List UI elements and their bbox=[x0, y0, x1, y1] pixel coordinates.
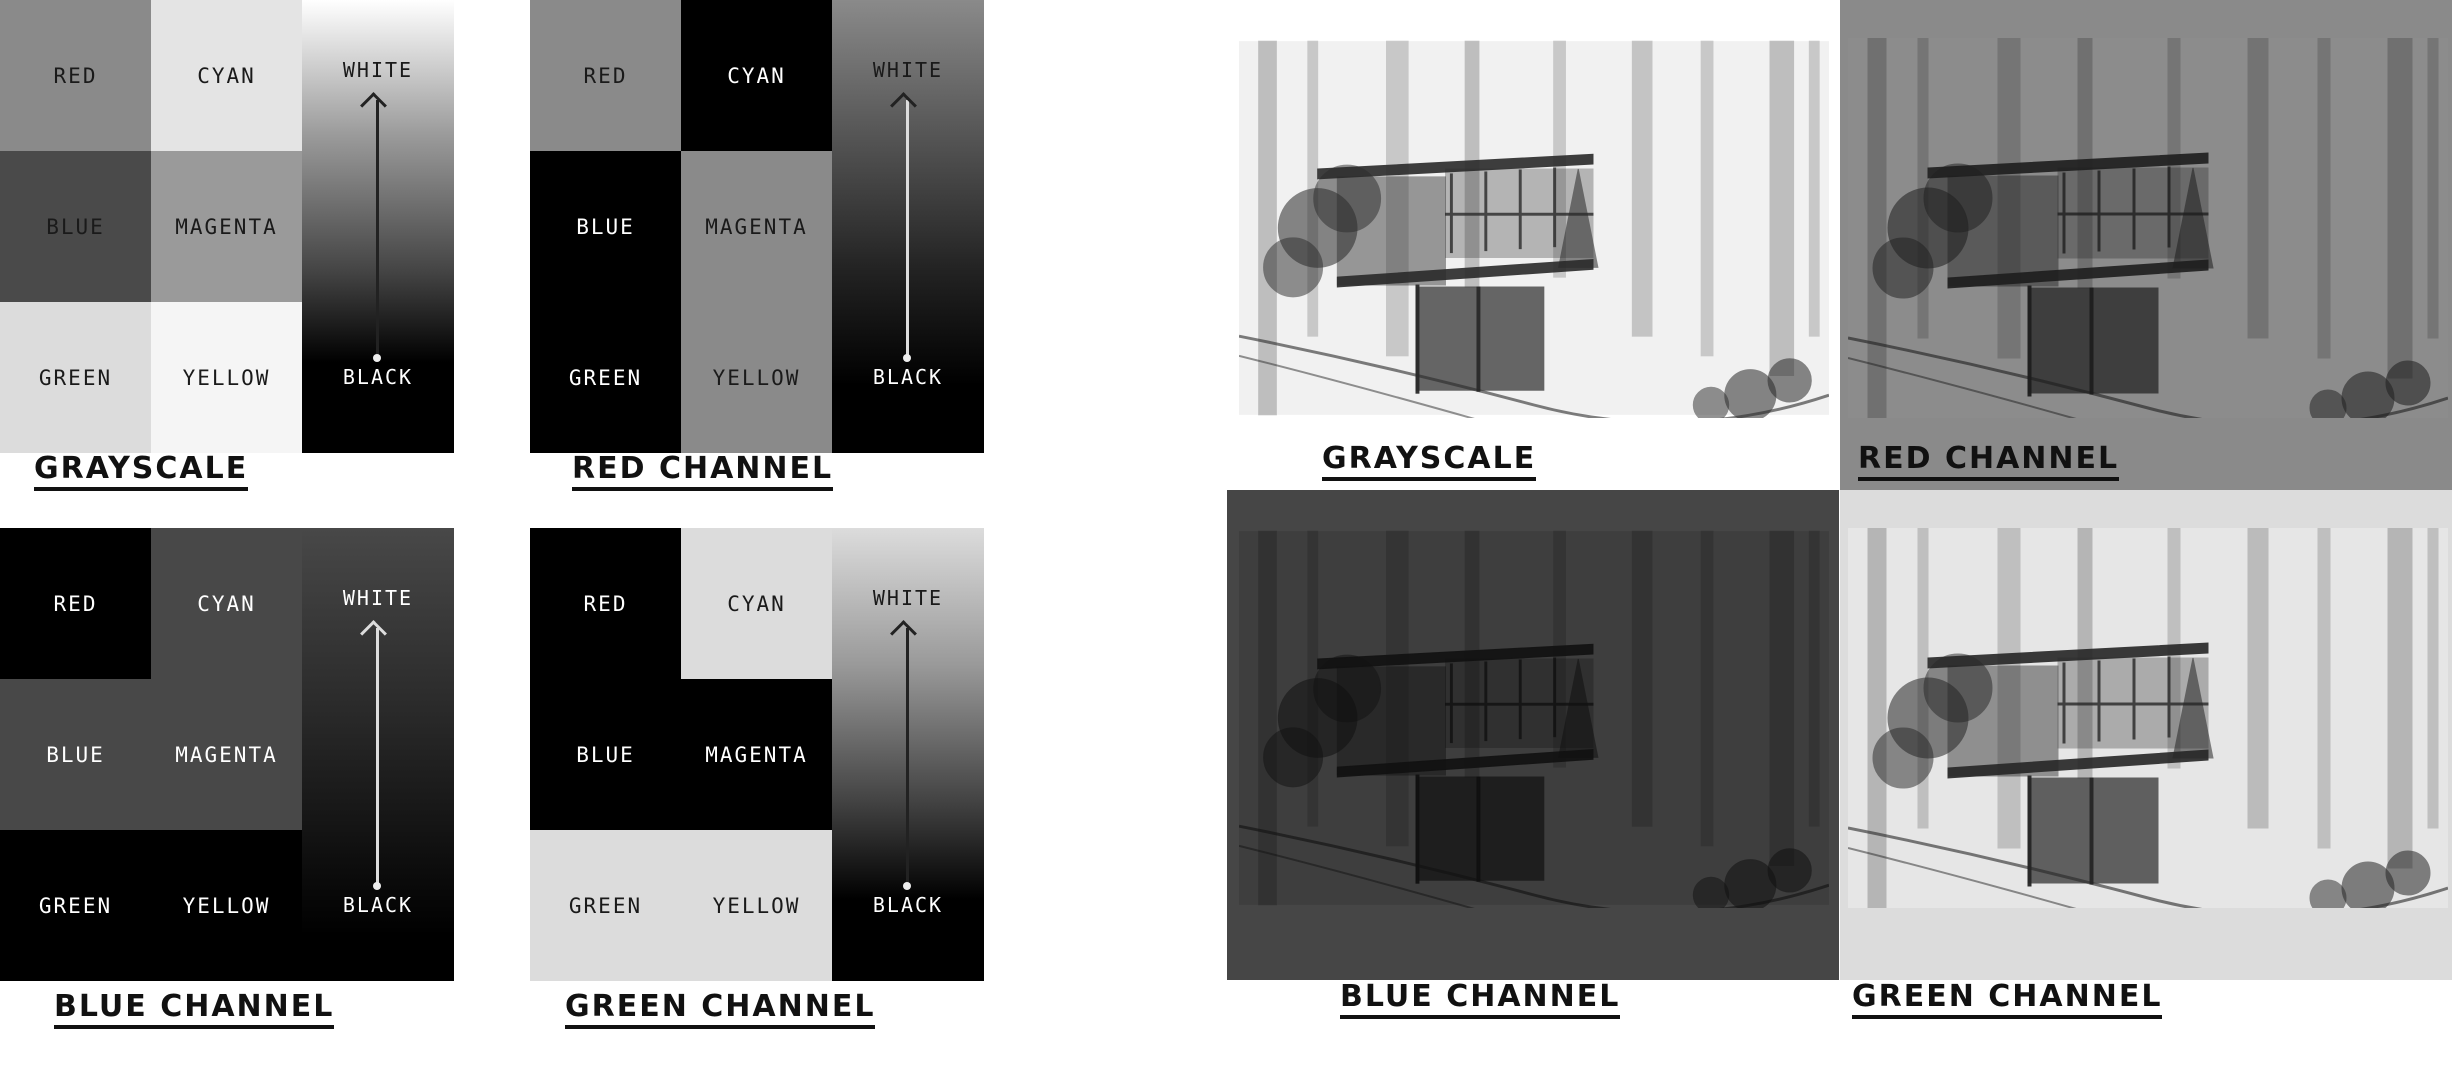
swatch-blue: BLUE bbox=[0, 679, 151, 830]
gradient-top-label: WHITE bbox=[342, 586, 414, 610]
value-arrow-line bbox=[906, 100, 909, 358]
value-arrow-line bbox=[376, 628, 379, 886]
swatch-label: MAGENTA bbox=[705, 742, 808, 767]
gradient-bottom-label: BLACK bbox=[342, 365, 414, 389]
chart-grayscale-caption: GRAYSCALE bbox=[34, 452, 249, 491]
house-sketch-image bbox=[1239, 39, 1829, 418]
swatch-cyan: CYAN bbox=[681, 0, 832, 151]
swatch-cyan: CYAN bbox=[151, 0, 302, 151]
swatch-label: MAGENTA bbox=[705, 214, 808, 239]
swatch-cyan: CYAN bbox=[681, 528, 832, 679]
gradient-bottom-label: BLACK bbox=[342, 893, 414, 917]
gradient-top-label: WHITE bbox=[342, 58, 414, 82]
swatch-label: RED bbox=[53, 63, 98, 88]
swatch-label: CYAN bbox=[727, 591, 786, 616]
swatch-blue: BLUE bbox=[0, 151, 151, 302]
swatch-cyan: CYAN bbox=[151, 528, 302, 679]
swatch-label: RED bbox=[583, 63, 628, 88]
swatch-blue: BLUE bbox=[530, 679, 681, 830]
arrow-origin-dot bbox=[373, 882, 381, 890]
photo-grayscale bbox=[1227, 0, 1839, 490]
swatch-yellow: YELLOW bbox=[681, 302, 832, 453]
swatch-yellow: YELLOW bbox=[151, 302, 302, 453]
swatch-label: GREEN bbox=[38, 365, 113, 390]
arrow-up-icon bbox=[360, 620, 387, 647]
arrow-origin-dot bbox=[373, 354, 381, 362]
value-gradient: WHITE BLACK bbox=[832, 528, 984, 981]
swatch-magenta: MAGENTA bbox=[681, 151, 832, 302]
gradient-bottom-label: BLACK bbox=[872, 893, 944, 917]
swatch-green: GREEN bbox=[0, 830, 151, 981]
photo-grayscale-caption: GRAYSCALE bbox=[1322, 442, 1537, 481]
chart-red-caption: RED CHANNEL bbox=[572, 452, 834, 491]
swatch-label: MAGENTA bbox=[175, 742, 278, 767]
photo-red-caption: RED CHANNEL bbox=[1858, 442, 2120, 481]
swatch-yellow: YELLOW bbox=[151, 830, 302, 981]
swatch-label: BLUE bbox=[46, 742, 105, 767]
value-gradient: WHITE BLACK bbox=[302, 528, 454, 981]
swatch-blue: BLUE bbox=[530, 151, 681, 302]
green-channel-swatch-chart: RED CYAN BLUE MAGENTA GREEN YELLOW WHITE… bbox=[530, 528, 984, 981]
gradient-top-label: WHITE bbox=[872, 586, 944, 610]
chart-green-caption: GREEN CHANNEL bbox=[565, 990, 876, 1029]
house-sketch-image bbox=[1239, 529, 1829, 908]
value-gradient: WHITE BLACK bbox=[302, 0, 454, 453]
swatch-label: YELLOW bbox=[712, 893, 801, 918]
gradient-bottom-label: BLACK bbox=[872, 365, 944, 389]
value-arrow-line bbox=[376, 100, 379, 358]
swatch-label: CYAN bbox=[727, 63, 786, 88]
swatch-green: GREEN bbox=[530, 830, 681, 981]
swatch-label: YELLOW bbox=[712, 365, 801, 390]
swatch-red: RED bbox=[0, 528, 151, 679]
swatch-label: GREEN bbox=[568, 365, 643, 390]
arrow-origin-dot bbox=[903, 882, 911, 890]
swatch-yellow: YELLOW bbox=[681, 830, 832, 981]
swatch-green: GREEN bbox=[0, 302, 151, 453]
swatch-magenta: MAGENTA bbox=[151, 151, 302, 302]
swatch-label: GREEN bbox=[38, 893, 113, 918]
swatch-label: YELLOW bbox=[182, 365, 271, 390]
photo-blue-caption: BLUE CHANNEL bbox=[1340, 980, 1621, 1019]
arrow-up-icon bbox=[890, 92, 917, 119]
arrow-up-icon bbox=[890, 620, 917, 647]
swatch-label: CYAN bbox=[197, 591, 256, 616]
swatch-label: GREEN bbox=[568, 893, 643, 918]
red-channel-swatch-chart: RED CYAN BLUE MAGENTA GREEN YELLOW WHITE… bbox=[530, 0, 984, 453]
grayscale-swatch-chart: RED CYAN BLUE MAGENTA GREEN YELLOW WHITE… bbox=[0, 0, 454, 453]
swatch-green: GREEN bbox=[530, 302, 681, 453]
swatch-label: BLUE bbox=[576, 214, 635, 239]
swatch-magenta: MAGENTA bbox=[151, 679, 302, 830]
swatch-label: RED bbox=[53, 591, 98, 616]
blue-channel-swatch-chart: RED CYAN BLUE MAGENTA GREEN YELLOW WHITE… bbox=[0, 528, 454, 981]
swatch-label: CYAN bbox=[197, 63, 256, 88]
swatch-label: BLUE bbox=[46, 214, 105, 239]
swatch-red: RED bbox=[0, 0, 151, 151]
house-sketch-image bbox=[1848, 38, 2448, 418]
house-sketch-image bbox=[1848, 528, 2448, 908]
photo-green-channel bbox=[1840, 490, 2452, 980]
swatch-label: MAGENTA bbox=[175, 214, 278, 239]
swatch-red: RED bbox=[530, 528, 681, 679]
photo-red-channel bbox=[1840, 0, 2452, 490]
swatch-label: YELLOW bbox=[182, 893, 271, 918]
gradient-top-label: WHITE bbox=[872, 58, 944, 82]
arrow-up-icon bbox=[360, 92, 387, 119]
swatch-label: BLUE bbox=[576, 742, 635, 767]
arrow-origin-dot bbox=[903, 354, 911, 362]
value-gradient: WHITE BLACK bbox=[832, 0, 984, 453]
photo-green-caption: GREEN CHANNEL bbox=[1852, 980, 2163, 1019]
chart-blue-caption: BLUE CHANNEL bbox=[54, 990, 335, 1029]
value-arrow-line bbox=[906, 628, 909, 886]
swatch-label: RED bbox=[583, 591, 628, 616]
photo-blue-channel bbox=[1227, 490, 1839, 980]
swatch-red: RED bbox=[530, 0, 681, 151]
swatch-magenta: MAGENTA bbox=[681, 679, 832, 830]
